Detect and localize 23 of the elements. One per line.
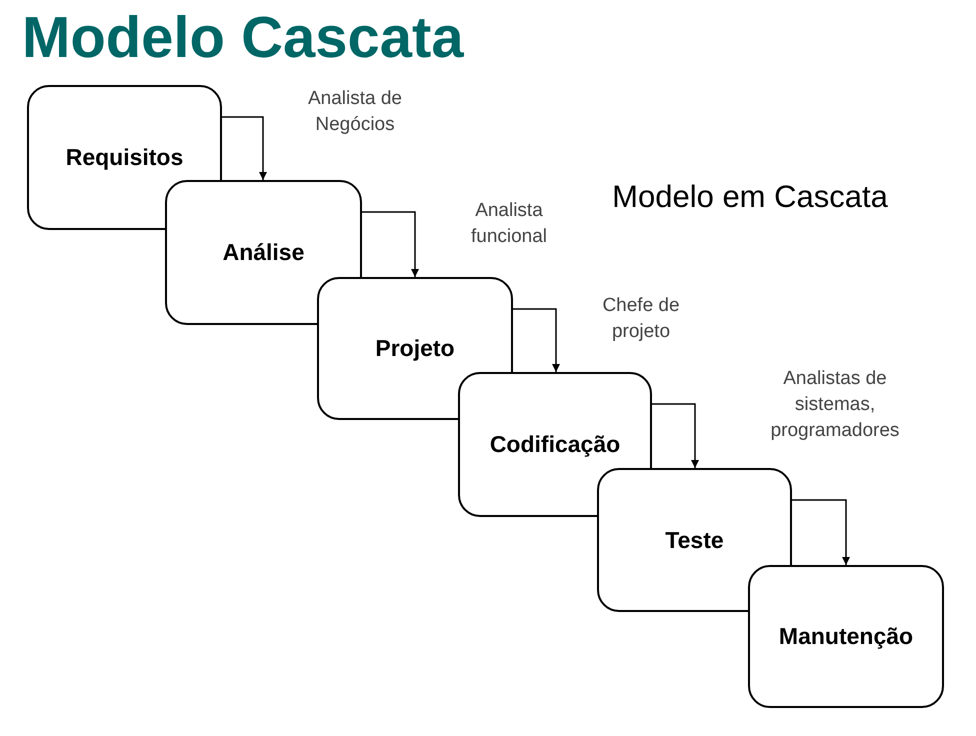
process-box <box>748 565 944 708</box>
arrow <box>652 403 699 468</box>
process-box <box>165 180 362 325</box>
arrow <box>513 308 560 372</box>
process-box <box>597 468 792 612</box>
arrow <box>222 116 267 180</box>
role-note: Analistas de sistemas, programadores <box>770 367 900 443</box>
box-label: Análise <box>222 238 304 268</box>
box-label: Teste <box>665 526 724 555</box>
process-box <box>27 85 222 230</box>
arrow <box>792 499 850 565</box>
process-box <box>458 372 652 517</box>
role-note: Chefe de projeto <box>601 294 681 344</box>
box-label: Manutenção <box>778 622 914 652</box>
box-label: Requisitos <box>66 143 184 172</box>
arrow <box>362 211 419 277</box>
box-label: Codificação <box>490 430 620 460</box>
role-note: Analista de Negócios <box>306 87 403 137</box>
diagram-subtitle: Modelo em Cascata <box>611 178 889 216</box>
box-label: Projeto <box>375 334 455 364</box>
process-box <box>317 277 513 420</box>
title: Modelo Cascata <box>22 4 464 72</box>
role-note: Analista funcional <box>470 199 548 249</box>
